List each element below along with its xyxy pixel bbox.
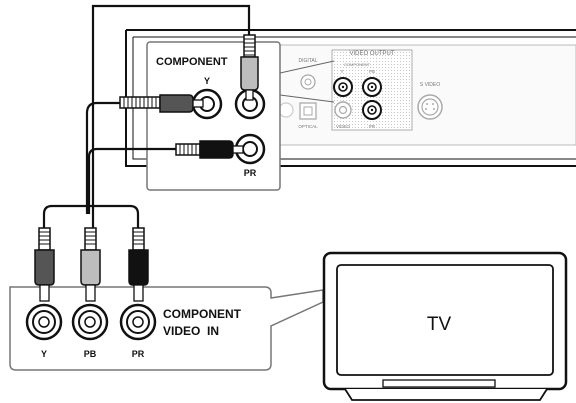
split-wire-y [42, 204, 90, 228]
plug-pb-tip [85, 284, 96, 302]
tv-input-title-line2: VIDEO IN [163, 324, 219, 338]
component-small-label: COMPONENT [344, 62, 371, 67]
tv-y-jack [25, 303, 63, 341]
optical-port-icon [299, 102, 317, 120]
inset-y-label: Y [204, 76, 210, 86]
y-cable-wire [85, 101, 120, 214]
digital-label: DIGITAL [298, 58, 317, 64]
plug-pr-tip [133, 284, 144, 302]
tv-screen [336, 264, 554, 376]
svideo-label: S VIDEO [420, 82, 440, 88]
plug-pb-inset [240, 34, 259, 101]
tv-pb-jack [71, 303, 109, 341]
tv-pr-jack [119, 303, 157, 341]
plug-pr-inset [175, 140, 244, 159]
tv-input-title-line1: COMPONENT [163, 307, 242, 321]
digital-coax-jack [300, 74, 316, 90]
pr-small-label: PR [369, 124, 376, 129]
svideo-jack-icon [417, 94, 443, 120]
inset-pr-label: PR [244, 168, 257, 178]
plug-y-tip [39, 284, 50, 302]
player-pb-jack [362, 77, 382, 97]
player-y-jack [333, 77, 353, 97]
plug-y-inset [119, 94, 204, 113]
player-video-jack [334, 101, 352, 119]
player-pr-jack [362, 100, 382, 120]
tv-jack-label-pr: PR [132, 349, 145, 359]
zoom-leader-line [279, 94, 335, 103]
pb-small-label: PB [369, 69, 375, 74]
tv-jack-label-y: Y [41, 349, 47, 359]
video-label: VIDEO [336, 124, 351, 129]
y-small-label: Y [340, 69, 343, 74]
plug-pr-tv [128, 227, 149, 299]
pr-cable-wire [87, 147, 176, 214]
tv-stand [344, 388, 548, 401]
tv-input-panel: Y PB PR COMPONENT VIDEO IN [9, 284, 324, 371]
tv-illustration: TV [322, 251, 568, 401]
optical-label: OPTICAL [298, 124, 318, 129]
tv-jack-label-pb: PB [84, 349, 97, 359]
audio-jack-icon [278, 102, 294, 118]
zoom-leader-line [279, 60, 335, 74]
split-wire-pr [90, 204, 140, 228]
video-output-label: VIDEO OUTPUT [349, 51, 394, 57]
tv-label: TV [427, 314, 452, 335]
inset-title: COMPONENT [156, 56, 228, 68]
tv-front-panel [382, 379, 496, 388]
